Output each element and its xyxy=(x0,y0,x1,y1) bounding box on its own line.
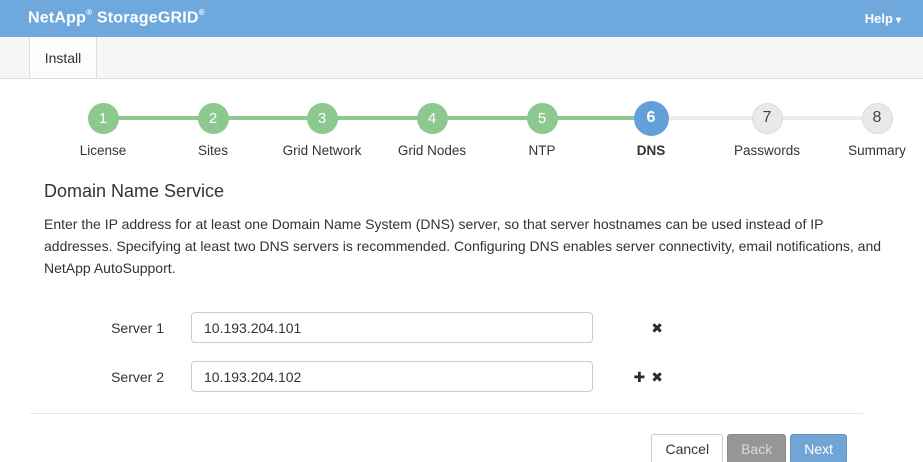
step-circle: 4 xyxy=(416,102,448,134)
stepper-connector-completed xyxy=(103,116,651,120)
step-grid-network[interactable]: 3 Grid Network xyxy=(262,100,382,158)
step-label: License xyxy=(79,143,127,158)
help-label: Help xyxy=(864,11,893,26)
server-1-input[interactable] xyxy=(191,312,593,343)
add-server-icon[interactable]: ✚ xyxy=(633,368,646,385)
chevron-down-icon: ▾ xyxy=(895,15,901,26)
server-row-2: Server 2 ✚ ✖ xyxy=(44,361,893,392)
server-row-1: Server 1 ✖ xyxy=(44,312,893,343)
registered-mark: ® xyxy=(198,8,205,18)
page-description: Enter the IP address for at least one Do… xyxy=(44,216,882,276)
step-label: DNS xyxy=(636,143,666,158)
wizard-footer: Cancel Back Next xyxy=(44,414,893,462)
server-2-input[interactable] xyxy=(191,361,593,392)
server-2-label: Server 2 xyxy=(111,368,164,385)
step-circle: 8 xyxy=(861,102,893,134)
wizard-stepper: 1 License 2 Sites 3 Grid Network 4 Grid … xyxy=(0,79,923,167)
product-name: StorageGRID xyxy=(96,9,199,27)
row-icons: ✖ xyxy=(623,321,663,335)
step-circle: 7 xyxy=(751,102,783,134)
step-sites[interactable]: 2 Sites xyxy=(153,100,273,158)
step-grid-nodes[interactable]: 4 Grid Nodes xyxy=(372,100,492,158)
step-circle: 5 xyxy=(526,102,558,134)
footer-divider xyxy=(30,413,863,414)
step-label: Summary xyxy=(848,143,906,158)
step-license[interactable]: 1 License xyxy=(43,100,163,158)
step-label: Sites xyxy=(197,143,228,158)
tab-strip: Install xyxy=(0,37,923,79)
next-button[interactable]: Next xyxy=(790,434,847,462)
app-header: NetApp® StorageGRID® Help▾ xyxy=(0,0,923,37)
step-label: NTP xyxy=(528,143,556,158)
step-label: Passwords xyxy=(733,143,801,158)
cancel-button[interactable]: Cancel xyxy=(651,434,724,462)
dns-form: Server 1 ✖ Server 2 ✚ ✖ xyxy=(44,312,893,392)
step-circle: 2 xyxy=(197,102,229,134)
help-menu[interactable]: Help▾ xyxy=(865,11,901,26)
remove-server-icon[interactable]: ✖ xyxy=(651,368,663,385)
app-title: NetApp® StorageGRID® xyxy=(28,8,205,27)
tab-install-label: Install xyxy=(44,49,82,66)
back-button[interactable]: Back xyxy=(727,434,787,462)
page-title: Domain Name Service xyxy=(44,181,225,201)
step-label: Grid Network xyxy=(282,143,362,158)
tab-install[interactable]: Install xyxy=(29,37,97,78)
registered-mark: ® xyxy=(86,8,93,18)
step-circle: 6 xyxy=(633,100,669,136)
step-circle: 3 xyxy=(306,102,338,134)
brand-name: NetApp xyxy=(28,9,87,27)
dns-page: Domain Name Service Enter the IP address… xyxy=(0,167,923,462)
step-summary[interactable]: 8 Summary xyxy=(817,100,923,158)
step-label: Grid Nodes xyxy=(397,143,467,158)
step-ntp[interactable]: 5 NTP xyxy=(482,100,602,158)
step-dns[interactable]: 6 DNS xyxy=(591,100,711,158)
row-icons: ✚ ✖ xyxy=(623,370,663,384)
step-circle: 1 xyxy=(87,102,119,134)
server-1-label: Server 1 xyxy=(111,319,164,336)
step-passwords[interactable]: 7 Passwords xyxy=(707,100,827,158)
remove-server-icon[interactable]: ✖ xyxy=(651,319,663,336)
